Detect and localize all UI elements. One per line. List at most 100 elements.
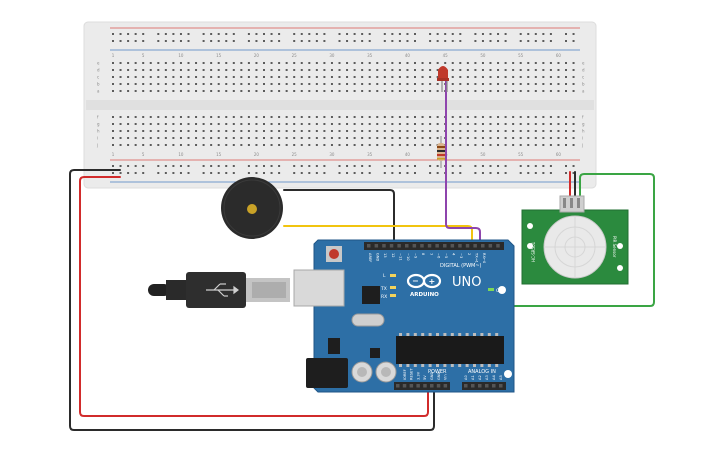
breadboard-hole[interactable] (255, 144, 258, 146)
breadboard-hole[interactable] (406, 130, 409, 132)
rail-hole[interactable] (504, 165, 507, 167)
breadboard-hole[interactable] (202, 90, 205, 92)
rail-hole[interactable] (112, 40, 114, 42)
breadboard-hole[interactable] (308, 144, 311, 146)
rail-hole[interactable] (565, 172, 567, 174)
breadboard-hole[interactable] (391, 137, 394, 139)
rail-hole[interactable] (338, 33, 341, 35)
breadboard-hole[interactable] (368, 69, 371, 71)
rail-hole[interactable] (519, 165, 522, 167)
breadboard-hole[interactable] (195, 69, 198, 71)
breadboard-hole[interactable] (398, 137, 401, 139)
breadboard-hole[interactable] (285, 123, 288, 125)
rail-hole[interactable] (391, 40, 394, 42)
breadboard-hole[interactable] (527, 123, 530, 125)
breadboard-hole[interactable] (330, 130, 333, 132)
breadboard-hole[interactable] (210, 130, 213, 132)
rail-hole[interactable] (406, 40, 409, 42)
breadboard-hole[interactable] (398, 69, 401, 71)
breadboard-hole[interactable] (142, 123, 145, 125)
rail-hole[interactable] (504, 172, 507, 174)
breadboard-hole[interactable] (565, 83, 567, 85)
breadboard-hole[interactable] (278, 137, 281, 139)
breadboard-hole[interactable] (232, 130, 235, 132)
breadboard-hole[interactable] (149, 144, 152, 146)
breadboard-hole[interactable] (489, 62, 492, 64)
breadboard-hole[interactable] (368, 137, 371, 139)
breadboard-hole[interactable] (565, 76, 567, 78)
breadboard-hole[interactable] (451, 62, 454, 64)
rail-hole[interactable] (459, 40, 462, 42)
rail-hole[interactable] (519, 33, 522, 35)
rail-hole[interactable] (308, 40, 311, 42)
breadboard-hole[interactable] (263, 130, 265, 132)
breadboard-hole[interactable] (391, 90, 394, 92)
breadboard-hole[interactable] (142, 116, 145, 118)
rail-hole[interactable] (489, 33, 492, 35)
breadboard-hole[interactable] (157, 116, 160, 118)
breadboard-hole[interactable] (172, 90, 175, 92)
breadboard-hole[interactable] (270, 123, 273, 125)
breadboard-hole[interactable] (549, 69, 552, 71)
rail-hole[interactable] (414, 165, 416, 167)
rail-hole[interactable] (519, 172, 522, 174)
usb-port[interactable] (293, 269, 345, 307)
rail-hole[interactable] (383, 165, 386, 167)
rail-hole[interactable] (527, 40, 530, 42)
breadboard-hole[interactable] (504, 83, 507, 85)
breadboard-hole[interactable] (293, 116, 296, 118)
rail-hole[interactable] (142, 33, 145, 35)
breadboard-hole[interactable] (172, 69, 175, 71)
breadboard-hole[interactable] (497, 76, 500, 78)
breadboard-hole[interactable] (398, 62, 401, 64)
breadboard-hole[interactable] (240, 62, 243, 64)
breadboard-hole[interactable] (293, 69, 296, 71)
breadboard-hole[interactable] (527, 83, 530, 85)
power-pin[interactable] (443, 384, 448, 388)
rail-hole[interactable] (474, 40, 477, 42)
breadboard-hole[interactable] (368, 130, 371, 132)
breadboard-hole[interactable] (232, 123, 235, 125)
breadboard-hole[interactable] (232, 69, 235, 71)
breadboard-hole[interactable] (300, 144, 303, 146)
digital-pin[interactable] (450, 244, 455, 248)
breadboard-hole[interactable] (429, 130, 432, 132)
breadboard-hole[interactable] (195, 83, 198, 85)
breadboard-hole[interactable] (112, 144, 114, 146)
breadboard-hole[interactable] (444, 62, 447, 64)
breadboard-hole[interactable] (489, 83, 492, 85)
rail-hole[interactable] (459, 165, 462, 167)
breadboard-hole[interactable] (565, 144, 567, 146)
breadboard-hole[interactable] (421, 83, 424, 85)
breadboard-hole[interactable] (361, 130, 364, 132)
breadboard-hole[interactable] (300, 130, 303, 132)
breadboard-hole[interactable] (459, 76, 462, 78)
rail-hole[interactable] (247, 165, 250, 167)
breadboard-hole[interactable] (489, 123, 492, 125)
rail-hole[interactable] (489, 165, 492, 167)
rail-hole[interactable] (414, 40, 416, 42)
breadboard-hole[interactable] (421, 76, 424, 78)
breadboard-hole[interactable] (323, 123, 326, 125)
breadboard-hole[interactable] (527, 76, 530, 78)
breadboard-hole[interactable] (112, 137, 114, 139)
digital-pin[interactable] (382, 244, 386, 248)
breadboard-hole[interactable] (466, 116, 469, 118)
breadboard-hole[interactable] (263, 62, 265, 64)
breadboard-hole[interactable] (179, 144, 182, 146)
breadboard-hole[interactable] (202, 130, 205, 132)
rail-hole[interactable] (459, 33, 462, 35)
breadboard-hole[interactable] (179, 83, 182, 85)
analog-pin[interactable] (471, 384, 475, 388)
rail-hole[interactable] (112, 33, 114, 35)
breadboard-hole[interactable] (383, 123, 386, 125)
rail-hole[interactable] (368, 165, 371, 167)
analog-header[interactable] (462, 382, 506, 390)
breadboard-hole[interactable] (459, 137, 462, 139)
breadboard-hole[interactable] (112, 62, 114, 64)
rail-hole[interactable] (346, 165, 349, 167)
breadboard-hole[interactable] (368, 83, 371, 85)
analog-pin[interactable] (499, 384, 503, 388)
breadboard-hole[interactable] (414, 123, 416, 125)
rail-hole[interactable] (232, 165, 235, 167)
